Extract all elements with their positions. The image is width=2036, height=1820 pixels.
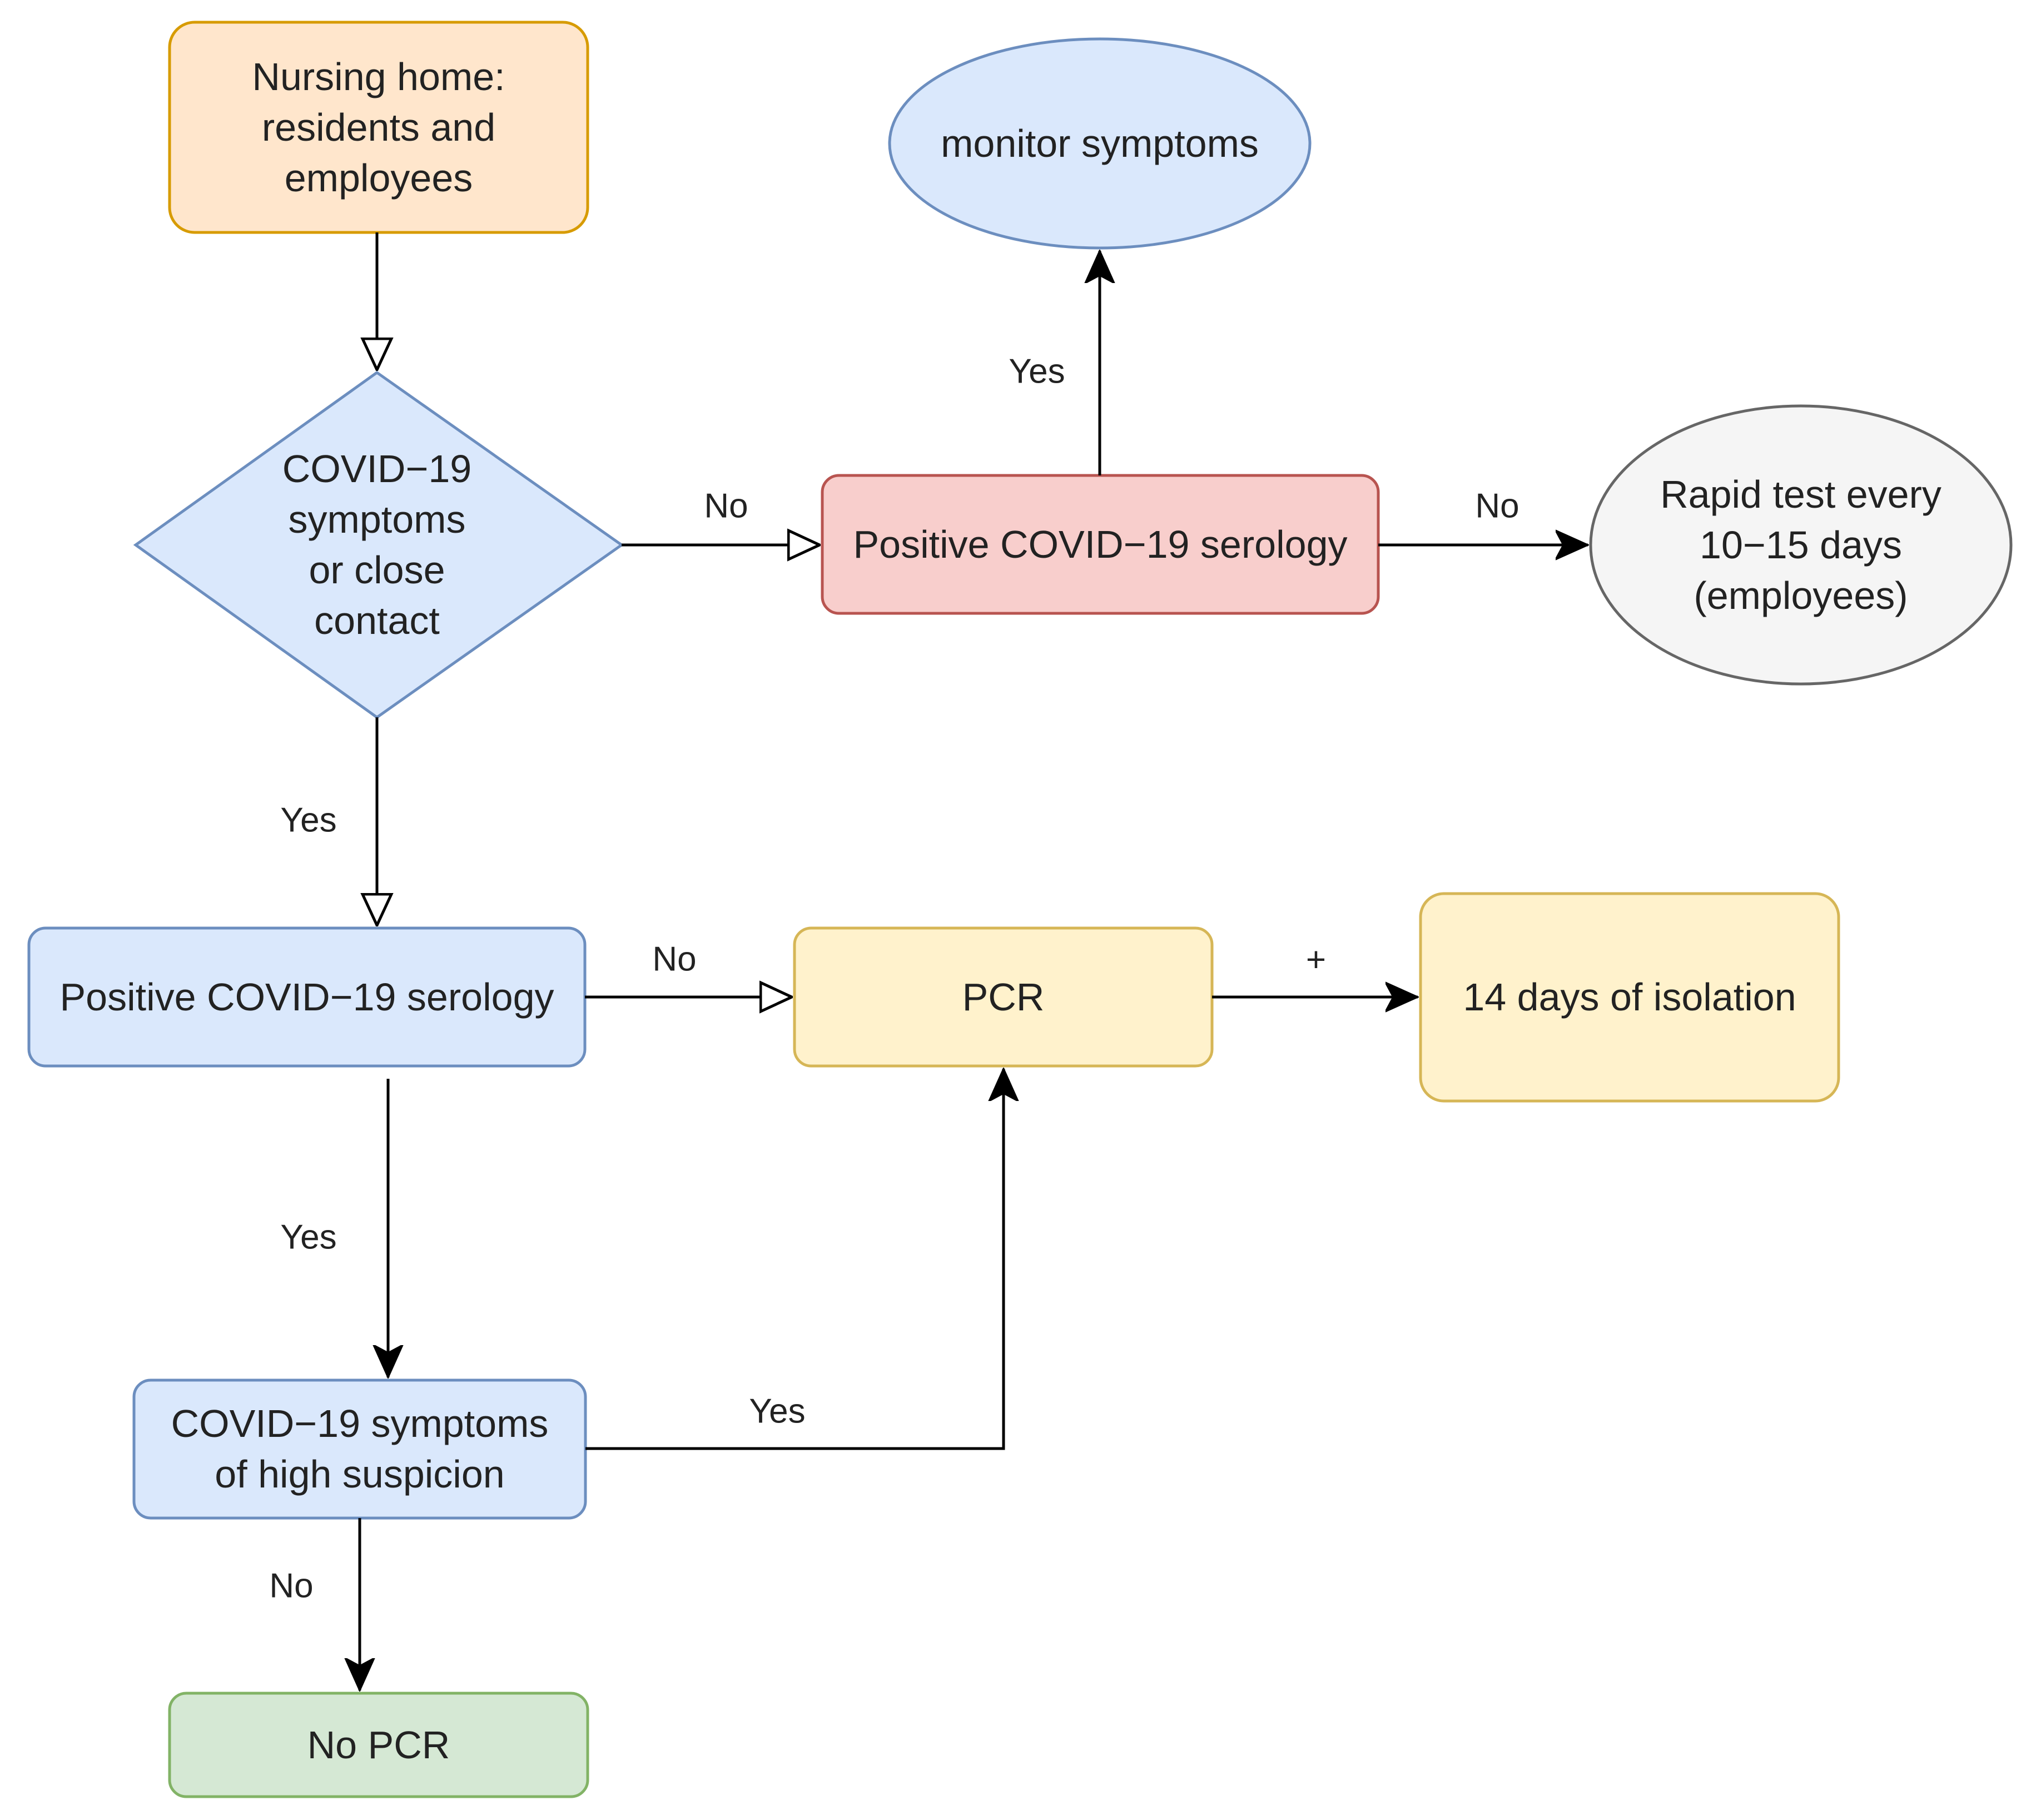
no-pcr-node (168, 1692, 589, 1798)
edge-suspicion-yes (585, 1069, 1004, 1450)
edge-label-decision-yes: Yes (280, 801, 337, 840)
high-suspicion-node (132, 1378, 587, 1520)
edge-label-decision-no: No (704, 487, 748, 525)
edge-label-pcr-plus: + (1305, 940, 1327, 979)
edge-label-serology1-no: No (1475, 487, 1519, 525)
decision-symptoms-node (133, 370, 624, 720)
edge-label-suspicion-no: No (269, 1566, 314, 1605)
rapid-test-node (1589, 404, 2013, 686)
start-node (168, 21, 589, 234)
serology-no-symptoms-node (821, 474, 1380, 615)
edge-label-suspicion-yes: Yes (749, 1392, 806, 1431)
serology-symptoms-node (27, 926, 587, 1068)
monitor-node (888, 37, 1312, 250)
edge-label-serology2-no: No (652, 940, 697, 979)
pcr-node (793, 926, 1214, 1068)
isolation-node (1419, 892, 1840, 1103)
edge-label-serology1-yes: Yes (1009, 352, 1065, 391)
edge-label-serology2-yes: Yes (280, 1218, 337, 1257)
